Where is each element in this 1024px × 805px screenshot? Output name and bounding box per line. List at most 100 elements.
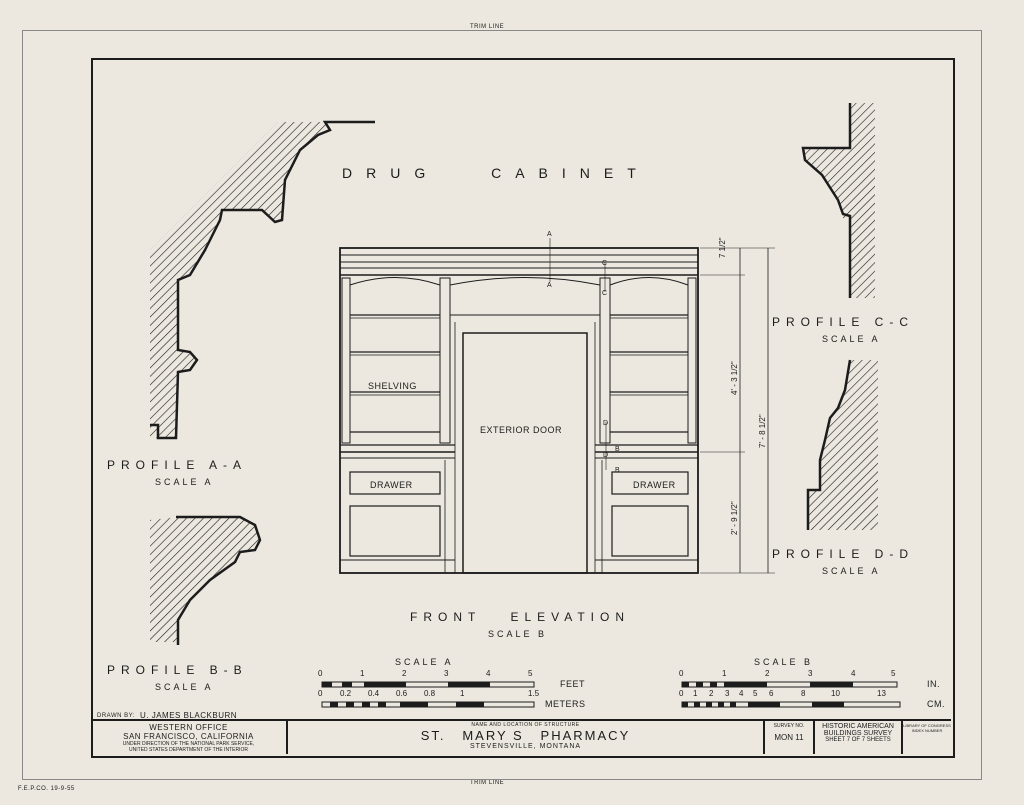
trim-line-bottom: TRIM LINE [470,780,505,786]
scale-a-feet-tick: 5 [528,669,533,678]
office-direction: UNDER DIRECTION OF THE NATIONAL PARK SER… [122,741,255,747]
drawing-title: DRUG CABINET [342,165,650,181]
office-cell: WESTERN OFFICE SAN FRANCISCO, CALIFORNIA… [91,723,286,753]
scale-b-title: SCALE B [754,657,814,667]
scale-b-cm-tick: 10 [831,689,840,698]
scale-b-in-tick: 1 [722,669,727,678]
scale-b-cm-tick: 1 [693,689,698,698]
scale-a-meter-tick: 1 [460,689,465,698]
dim-top-band: 7 1/2" [718,237,727,258]
structure-name: ST. MARY S PHARMACY [420,728,631,743]
scale-b-cm-tick: 4 [739,689,744,698]
profile-bb-scale: SCALE A [155,682,214,692]
profile-dd-title: PROFILE D-D [772,547,915,561]
corner-code: F.E.P.CO. 19-9-55 [18,786,75,792]
scale-a-meter-tick: 0.4 [368,689,380,698]
structure-label: NAME AND LOCATION OF STRUCTURE [471,722,580,728]
scale-b-in-tick: 5 [891,669,896,678]
scale-a-feet-tick: 3 [444,669,449,678]
profile-bb-title: PROFILE B-B [107,663,248,677]
scale-a-feet-tick: 1 [360,669,365,678]
survey-cell: SURVEY NO. MON 11 [765,723,813,742]
section-mark-c-top: C [602,260,608,267]
office-city: SAN FRANCISCO, CALIFORNIA [123,732,254,741]
scale-a-feet-tick: 0 [318,669,323,678]
scale-b-cm-tick: 0 [679,689,684,698]
title-block-divider [901,721,903,754]
shelving-label: SHELVING [368,381,417,391]
scale-a-meter-tick: 0 [318,689,323,698]
scale-b-in-tick: 3 [808,669,813,678]
drawn-by-label: DRAWN BY: [97,713,135,719]
scale-b-in-tick: 0 [679,669,684,678]
sheet-info: SHEET 7 OF 7 SHEETS [825,737,891,743]
scale-a-feet-tick: 2 [402,669,407,678]
scale-a-meter-tick: 0.2 [340,689,352,698]
profile-cc-section [801,103,875,298]
scale-a-meter-tick: 1.5 [528,689,540,698]
library-cell: LIBRARY OF CONGRESS INDEX NUMBER [903,723,951,733]
section-mark-b-bottom: B [615,467,621,474]
office-department: UNITED STATES DEPARTMENT OF THE INTERIOR [129,747,248,753]
scale-b-cm-tick: 8 [801,689,806,698]
agency-line-2: BUILDINGS SURVEY [823,730,893,737]
structure-location: STEVENSVILLE, MONTANA [469,743,582,750]
title-block: WESTERN OFFICE SAN FRANCISCO, CALIFORNIA… [91,719,951,754]
library-line-2: INDEX NUMBER [911,728,943,733]
scale-a-meter-ticks: 0 0.2 0.4 0.6 0.8 1 1.5 [318,689,548,699]
outer-trim-border [22,30,982,780]
scale-a-meter-tick: 0.8 [424,689,436,698]
office-name: WESTERN OFFICE [149,723,228,732]
profile-dd-section [806,359,878,530]
front-elevation [339,238,775,574]
section-mark-b-top: B [615,446,621,453]
survey-number: MON 11 [774,733,804,742]
scale-b-cm-tick: 5 [753,689,758,698]
trim-line-top: TRIM LINE [470,24,505,30]
scale-b-cm-unit: CM. [927,699,945,709]
survey-label: SURVEY NO. [773,723,805,729]
scale-a-meter-unit: METERS [545,699,586,709]
scale-b-in-ticks: 0 1 2 3 4 5 [679,669,909,679]
scale-a-feet-tick: 4 [486,669,491,678]
scale-a-feet-ticks: 0 1 2 3 4 5 [318,669,548,679]
section-mark-d-top: D [603,420,609,427]
title-block-divider [813,721,815,754]
profile-aa-scale: SCALE A [155,477,214,487]
dim-upper: 4' - 3 1/2" [730,361,739,395]
drawn-by-name: U. JAMES BLACKBURN [140,711,238,720]
title-block-divider [286,721,288,754]
library-line-1: LIBRARY OF CONGRESS [903,723,951,728]
door-label: EXTERIOR DOOR [480,425,563,435]
scale-b-cm-tick: 13 [877,689,886,698]
agency-cell: HISTORIC AMERICAN BUILDINGS SURVEY SHEET… [815,723,901,743]
profile-dd-scale: SCALE A [822,566,881,576]
title-block-divider [763,721,765,754]
agency-line-1: HISTORIC AMERICAN [822,723,894,730]
section-mark-d-bottom: D [603,452,609,459]
profile-aa-title: PROFILE A-A [107,458,248,472]
scale-b-cm-ticks: 0 1 2 3 4 5 6 8 10 13 [679,689,909,699]
elevation-title: FRONT ELEVATION [410,610,631,624]
scale-b-cm-tick: 2 [709,689,714,698]
profile-cc-title: PROFILE C-C [772,315,915,329]
drawer-right-label: DRAWER [633,480,676,490]
structure-cell: NAME AND LOCATION OF STRUCTURE ST. MARY … [288,722,763,750]
scale-b-in-unit: IN. [927,679,941,689]
scale-a-bars [321,681,535,708]
dim-overall: 7' - 8 1/2" [758,414,767,448]
scale-a-feet-unit: FEET [560,679,586,689]
profile-aa-section [150,120,375,440]
elevation-scale: SCALE B [488,629,548,639]
dim-lower: 2' - 9 1/2" [730,501,739,535]
scale-b-cm-tick: 6 [769,689,774,698]
section-mark-c-bottom: C [602,290,608,297]
drawer-left-label: DRAWER [370,480,413,490]
scale-b-in-tick: 4 [851,669,856,678]
scale-b-in-tick: 2 [765,669,770,678]
scale-a-title: SCALE A [395,657,454,667]
section-mark-a-bottom: A [547,282,553,289]
scale-b-bars [681,681,901,708]
profile-cc-scale: SCALE A [822,334,881,344]
